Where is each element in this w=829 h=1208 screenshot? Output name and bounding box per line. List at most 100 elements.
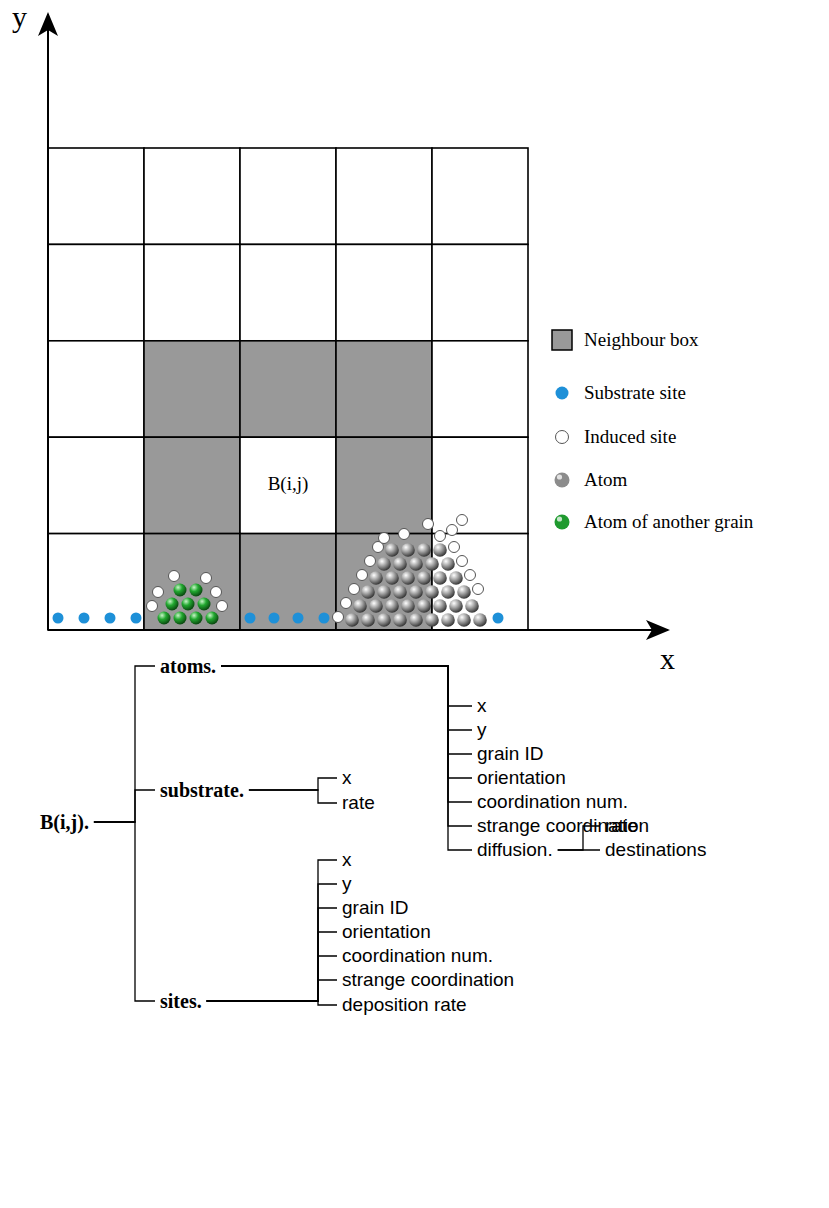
tree-connector [207,908,337,1001]
tree-connector [207,980,337,1001]
node-text: destinations [605,840,706,861]
grid-box [144,148,240,244]
legend-swatch [550,328,574,352]
substrate-site [53,613,64,624]
tree-item: rate [603,816,640,837]
atom [409,585,423,599]
axis-label: x [660,644,675,674]
axis-label: y [12,2,27,32]
tree-item: atoms. [158,655,218,677]
induced-site [435,531,446,542]
tree-item: coordination num. [475,792,630,813]
induced-site [153,587,164,598]
atom [441,613,455,627]
grid-box [432,437,528,533]
atom [425,585,439,599]
node-text: coordination num. [342,946,493,967]
atom [409,557,423,571]
induced-site [379,533,390,544]
atom [425,557,439,571]
grid-box [432,244,528,340]
node-text: deposition rate [342,995,467,1016]
atom [385,571,399,585]
node-text: B(i,j). [40,811,89,833]
atom [433,599,447,613]
legend-mark [555,515,570,530]
atom [393,557,407,571]
legend-ring [556,431,569,444]
node-text: y [477,720,487,741]
node-text: atoms. [160,655,216,677]
tree-connector [221,666,472,706]
grid-box [336,148,432,244]
other-grain-atom [174,612,187,625]
induced-site [147,601,158,612]
induced-site [201,573,212,584]
grid-box [336,437,432,533]
legend-mark [555,473,570,488]
grid-box [336,244,432,340]
substrate-site [493,613,504,624]
grid-box [336,534,432,630]
induced-site [457,515,468,526]
atom [393,585,407,599]
grid-box [144,244,240,340]
legend-mark [556,387,569,400]
other-grain-atom [190,612,203,625]
node-text: rate [605,816,638,837]
substrate-site [319,613,330,624]
tree-connector [207,860,337,1001]
induced-site [473,584,484,595]
induced-site [449,542,460,553]
other-grain-atom [158,612,171,625]
legend-swatch [550,510,574,534]
node-text: substrate. [160,779,244,801]
atom-cluster [53,515,504,627]
substrate-site [245,613,256,624]
legend-text: Induced site [584,426,676,448]
other-grain-atom [190,584,203,597]
atom [369,599,383,613]
tree-item: x [340,768,354,789]
substrate-site [79,613,90,624]
induced-site [349,584,360,595]
other-grain-atom [198,598,211,611]
induced-site [447,525,458,536]
sphere-highlight [557,474,562,479]
tree-item: x [475,696,489,717]
grid-cells [48,148,528,630]
grid-box [144,437,240,533]
grid-box [240,341,336,437]
legend-row: Atom of another grain [550,509,753,535]
induced-site [357,570,368,581]
legend-mark [552,330,572,350]
atom [377,585,391,599]
tree-item: orientation [340,922,433,943]
atom [401,543,415,557]
induced-site [365,556,376,567]
grid-box [240,534,336,630]
other-grain-atom [206,612,219,625]
x-axis [48,629,668,631]
grid-box [48,341,144,437]
legend-text: Neighbour box [584,329,699,351]
node-text: orientation [342,922,431,943]
grid-box [240,437,336,533]
atom [465,599,479,613]
induced-site [217,601,228,612]
box-label: B(i,j) [240,436,336,532]
legend-text: Atom of another grain [584,511,753,533]
node-text: sites. [160,990,202,1012]
tree-connector [221,666,472,730]
tree-connector [207,1001,337,1005]
induced-site [211,587,222,598]
tree-item: strange coordination [340,970,516,991]
legend-row: Atom [550,467,627,493]
atom [457,613,471,627]
substrate-site [131,613,142,624]
atom [385,543,399,557]
node-text: grain ID [477,744,544,765]
